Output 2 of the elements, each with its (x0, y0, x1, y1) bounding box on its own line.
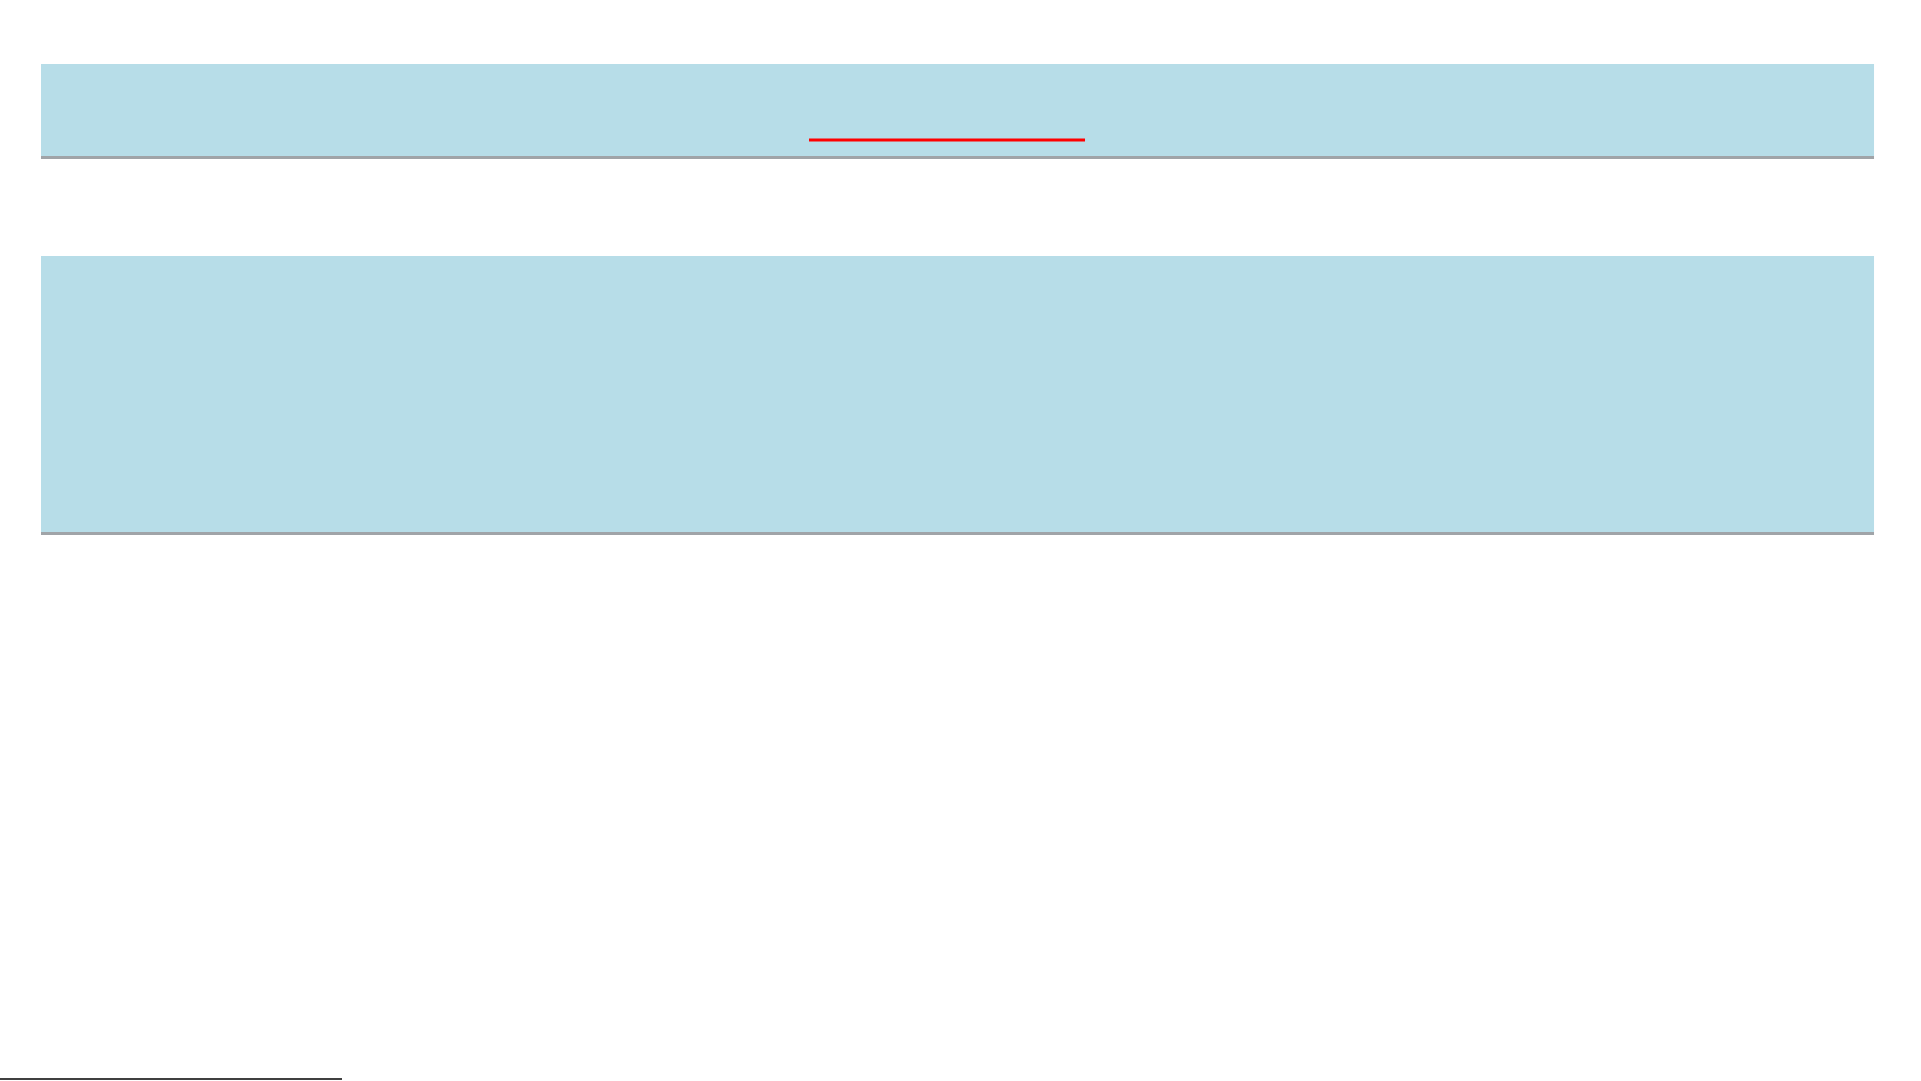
band (41, 64, 1875, 159)
band (41, 256, 1875, 535)
